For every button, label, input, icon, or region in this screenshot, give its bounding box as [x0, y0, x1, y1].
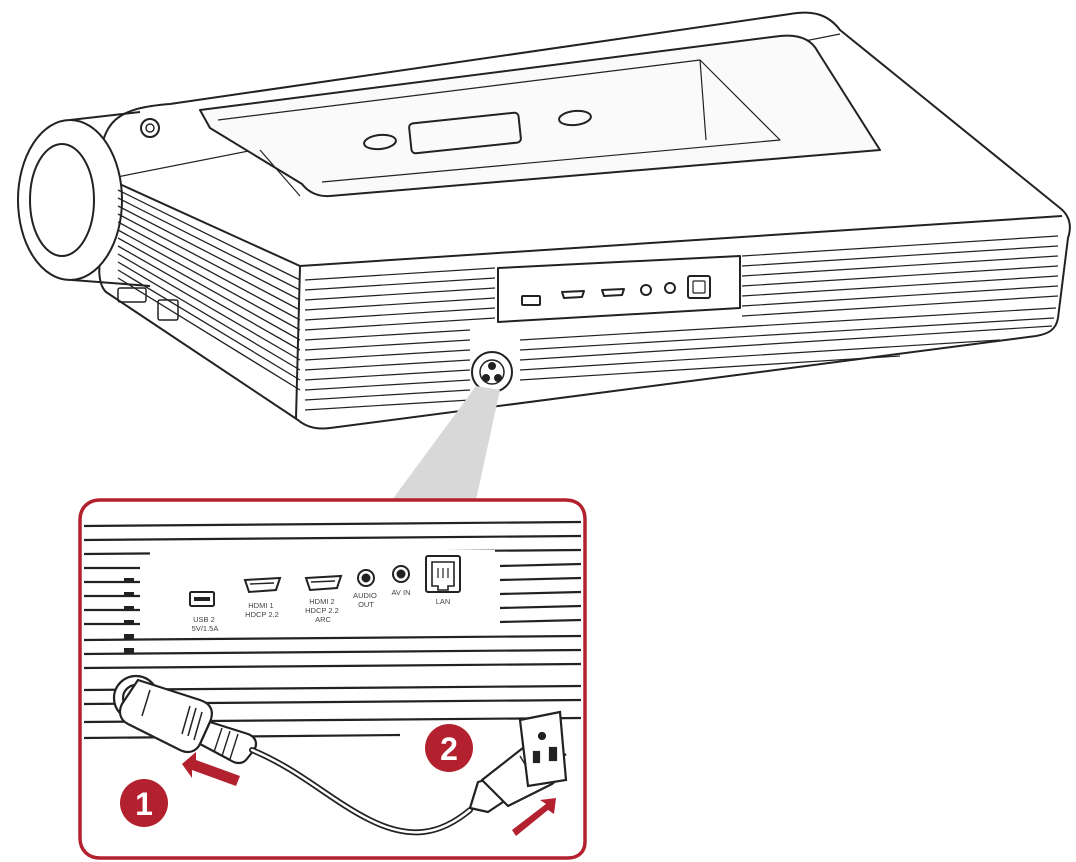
- port-label-line: OUT: [358, 600, 374, 609]
- port-label-line: HDMI 2: [309, 597, 334, 606]
- port-av-in[interactable]: [392, 565, 410, 583]
- port-label-usb: USB 2 5V/1.5A: [192, 615, 219, 633]
- port-hdmi2[interactable]: [304, 574, 343, 592]
- step-badge-2: 2: [425, 724, 473, 772]
- power-inlet-icon: [471, 351, 513, 393]
- port-panel-small: [521, 275, 711, 306]
- port-label-line: AUDIO: [353, 591, 377, 600]
- arrow-icon: [512, 798, 556, 836]
- front-grille: [304, 235, 1059, 411]
- port-label-line: LAN: [436, 597, 451, 606]
- callout-box: USB 2 5V/1.5A HDMI 1 HDCP 2.2 HDMI 2 HDC…: [78, 498, 587, 860]
- port-hdmi1[interactable]: [243, 576, 282, 594]
- power-button-icon[interactable]: [140, 118, 160, 138]
- port-label-line: USB 2: [193, 615, 215, 624]
- step-number-1: 1: [135, 786, 153, 822]
- projector: [17, 11, 1071, 430]
- port-label-line: HDMI 1: [248, 601, 273, 610]
- lens: [29, 143, 95, 257]
- port-lan[interactable]: [425, 555, 461, 593]
- side-grille: [117, 189, 301, 391]
- port-label-line: HDCP 2.2: [305, 606, 339, 615]
- vent-slots: [124, 578, 134, 653]
- step-number-2: 2: [440, 731, 458, 767]
- top-button-right[interactable]: [558, 109, 592, 127]
- arrow-icon: [182, 752, 240, 786]
- port-label-hdmi2: HDMI 2 HDCP 2.2 ARC: [305, 597, 341, 624]
- port-audio-out[interactable]: [357, 569, 375, 587]
- port-label-line: ARC: [315, 615, 331, 624]
- port-label-line: 5V/1.5A: [192, 624, 219, 633]
- step-badge-1: 1: [120, 779, 168, 827]
- callout-beam: [392, 386, 500, 500]
- port-usb[interactable]: [189, 591, 215, 607]
- port-label-line: HDCP 2.2: [245, 610, 279, 619]
- port-label-line: AV IN: [391, 588, 410, 597]
- port-label-av-in: AV IN: [391, 588, 410, 597]
- port-label-audio-out: AUDIO OUT: [353, 591, 379, 609]
- top-display: [408, 111, 522, 155]
- top-recess: [199, 34, 881, 198]
- port-label-lan: LAN: [436, 597, 451, 606]
- top-button-left[interactable]: [363, 133, 397, 151]
- power-cord-plug[interactable]: [118, 678, 258, 765]
- port-label-hdmi1: HDMI 1 HDCP 2.2: [245, 601, 279, 619]
- wall-outlet-icon: [518, 710, 568, 788]
